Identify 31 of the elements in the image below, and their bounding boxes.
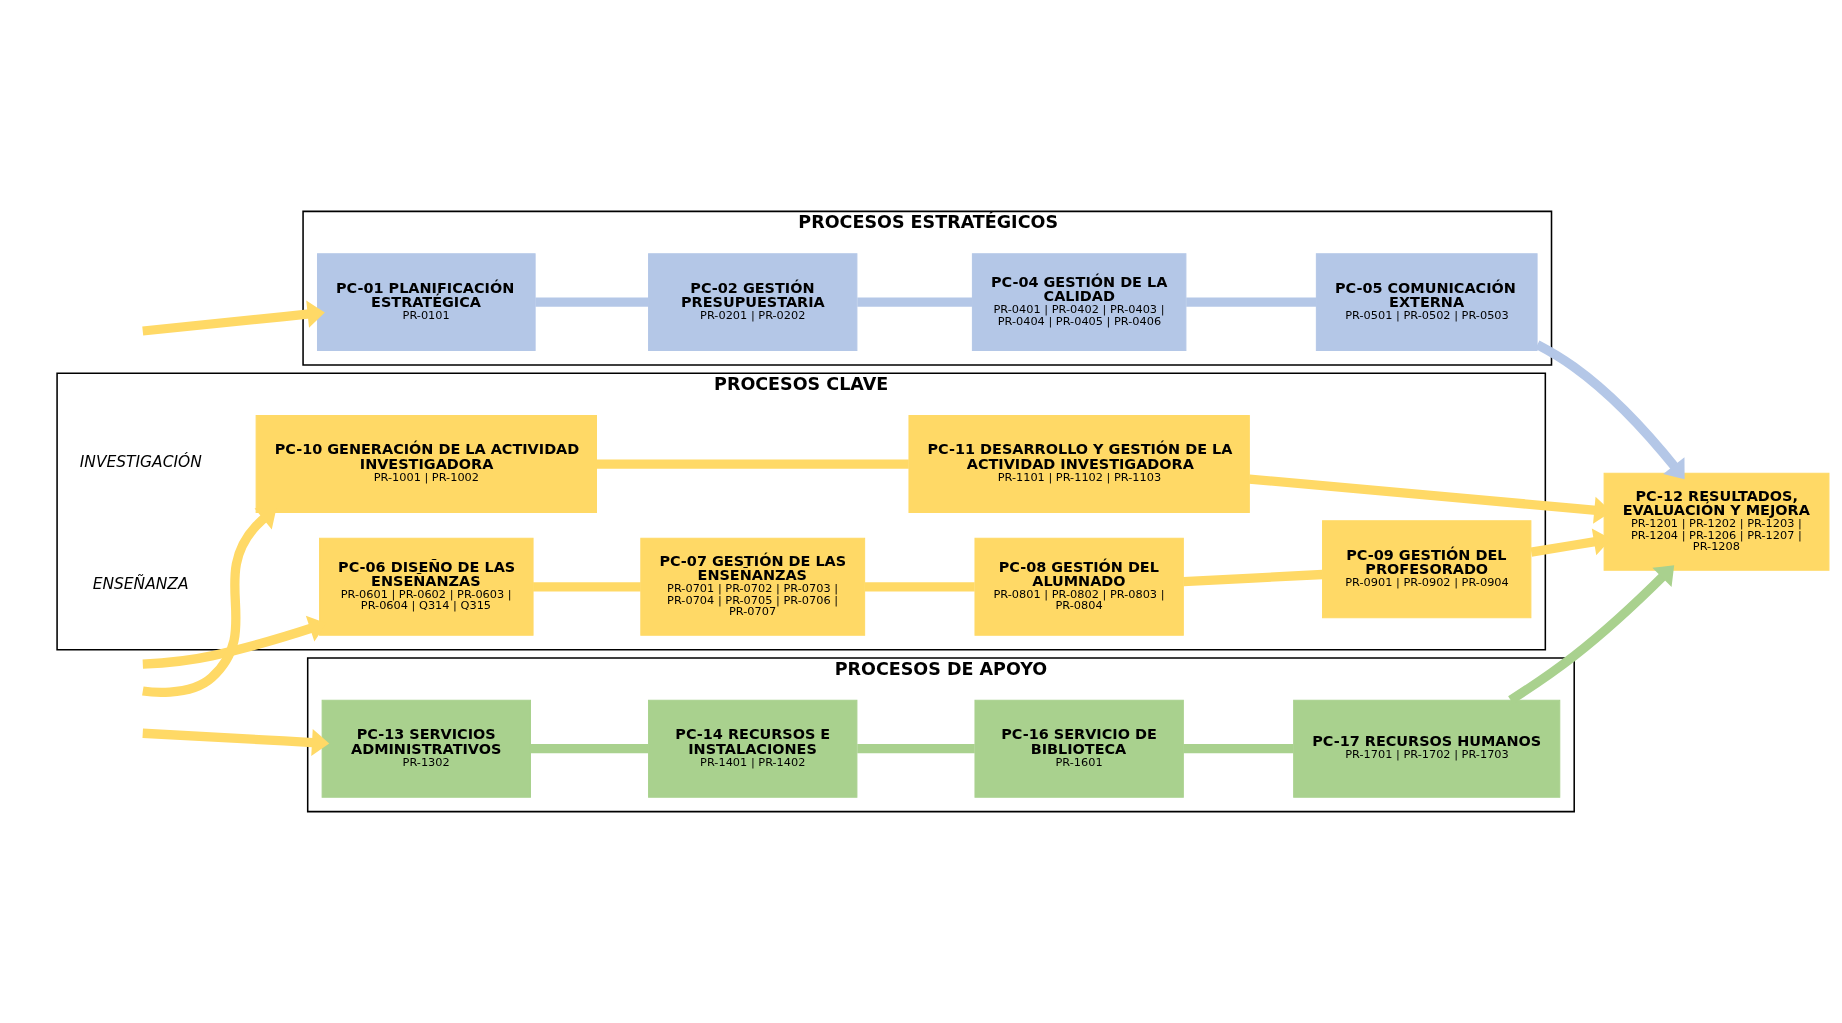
connector [1183, 744, 1294, 754]
node-box: PC-02 GESTIÓN PRESUPUESTARIA PR-0201 | PR-0202 [648, 253, 858, 352]
node-box: PC-17 RECURSOS HUMANOS PR-1701 | PR-1702 | PR-1703 [1293, 699, 1561, 798]
connector [864, 582, 975, 592]
connector [530, 744, 649, 754]
connector [857, 744, 975, 754]
node-box: PC-10 GENERACIÓN DE LA ACTIVIDAD INVESTIGADORA PR-1001 | PR-1002 [255, 415, 597, 514]
connector [596, 459, 909, 469]
label: ENSEÑANZA [92, 575, 189, 594]
arrow [142, 507, 277, 697]
connector [1183, 569, 1323, 587]
node-box: PC-09 GESTIÓN DEL PROFESORADO PR-0901 | PR-0902 | PR-0904 [1322, 520, 1532, 619]
node-box: PC-01 PLANIFICACIÓN ESTRATÉGICA PR-0101 [317, 253, 536, 352]
label: INVESTIGACIÓN [79, 452, 202, 471]
node-box: PC-12 RESULTADOS, EVALUACIÓN Y MEJORA PR-1201 | PR-1202 | PR-1203 | PR-1204 | PR-1206 | PR-1207 | PR-1208 [1603, 472, 1830, 571]
node-box: PC-07 GESTIÓN DE LAS ENSEÑANZAS PR-0701 | PR-0702 | PR-0703 | PR-0704 | PR-0705 | PR-0706 | PR-0707 [640, 537, 866, 636]
connector [535, 297, 649, 307]
node-box: PC-05 COMUNICACIÓN EXTERNA PR-0501 | PR-0502 | PR-0503 [1315, 253, 1538, 352]
connector [1186, 297, 1317, 307]
arrow [142, 300, 325, 336]
node-box: PC-04 GESTIÓN DE LA CALIDAD PR-0401 | PR-0402 | PR-0403 | PR-0404 | PR-0405 | PR-0406 [971, 253, 1187, 352]
arrow [1535, 340, 1685, 480]
node-box: PC-08 GESTIÓN DEL ALUMNADO PR-0801 | PR-0802 | PR-0803 | PR-0804 [974, 537, 1184, 636]
connector [857, 297, 973, 307]
node-box: PC-13 SERVICIOS ADMINISTRATIVOS PR-1302 [321, 699, 531, 798]
node-box: PC-11 DESARROLLO Y GESTIÓN DE LA ACTIVIDAD INVESTIGADORA PR-1101 | PR-1102 | PR-1103 [908, 415, 1250, 514]
connector [533, 582, 641, 592]
node-box: PC-06 DISEÑO DE LAS ENSEÑANZAS PR-0601 | PR-0602 | PR-0603 | PR-0604 | Q314 | Q315 [319, 537, 534, 636]
arrow [142, 728, 330, 757]
node-box: PC-14 RECURSOS E INSTALACIONES PR-1401 | PR-1402 [648, 699, 858, 798]
node-box: PC-16 SERVICIO DE BIBLIOTECA PR-1601 [974, 699, 1184, 798]
